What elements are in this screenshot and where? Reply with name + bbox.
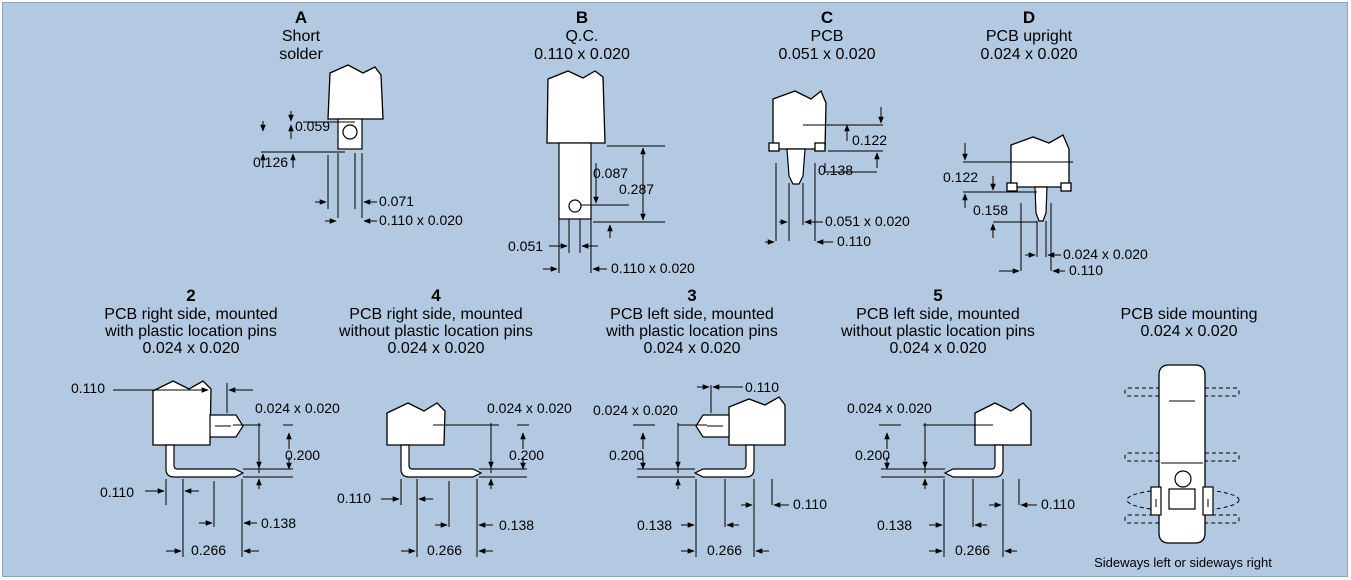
svg-text:with plastic location pins: with plastic location pins: [104, 323, 277, 340]
svg-text:B: B: [576, 8, 588, 27]
svg-text:0.024 x 0.020: 0.024 x 0.020: [1063, 246, 1148, 262]
heading-5: 5 PCB left side, mounted without plastic…: [840, 286, 1035, 357]
svg-text:0.059: 0.059: [295, 118, 330, 134]
heading-a: A Short solder: [279, 8, 323, 63]
svg-text:PCB: PCB: [811, 28, 844, 45]
svg-text:0.024 x 0.020: 0.024 x 0.020: [255, 400, 340, 416]
svg-text:PCB side mounting: PCB side mounting: [1121, 306, 1258, 323]
svg-text:0.024 x 0.020: 0.024 x 0.020: [593, 402, 678, 418]
svg-text:0.110: 0.110: [793, 496, 827, 512]
svg-text:without plastic location pins: without plastic location pins: [840, 323, 1035, 340]
svg-text:0.024 x 0.020: 0.024 x 0.020: [890, 340, 987, 357]
drawing-5: 0.024 x 0.020 0.200 0.138 0.110 0.266: [847, 400, 1075, 558]
svg-text:PCB left side, mounted: PCB left side, mounted: [610, 306, 774, 323]
svg-text:0.024 x 0.020: 0.024 x 0.020: [388, 340, 485, 357]
heading-3: 3 PCB left side, mounted with plastic lo…: [605, 286, 778, 357]
heading-2: 2 PCB right side, mounted with plastic l…: [104, 286, 278, 357]
side-mounting-caption: Sideways left or sideways right: [1094, 555, 1272, 570]
svg-text:0.158: 0.158: [973, 202, 1008, 218]
svg-text:4: 4: [431, 286, 441, 305]
svg-text:0.287: 0.287: [619, 181, 654, 197]
terminal-options-diagram: A Short solder B Q.C. 0.110 x 0.020 C PC…: [71, 8, 1272, 570]
svg-text:0.110 x 0.020: 0.110 x 0.020: [534, 46, 630, 63]
svg-text:0.051 x 0.020: 0.051 x 0.020: [825, 213, 910, 229]
svg-text:0.087: 0.087: [593, 165, 628, 181]
svg-text:0.126: 0.126: [253, 154, 288, 170]
svg-text:5: 5: [933, 286, 942, 305]
svg-text:2: 2: [186, 286, 195, 305]
svg-text:PCB upright: PCB upright: [986, 28, 1073, 45]
svg-text:0.071: 0.071: [379, 193, 414, 209]
drawing-3: 0.110 0.024 x 0.020 0.200 0.138 0.110 0.…: [593, 379, 827, 558]
drawing-d: 0.122 0.158 0.024 x 0.020 0.110: [943, 134, 1148, 278]
svg-text:0.110 x 0.020: 0.110 x 0.020: [611, 260, 695, 276]
svg-text:C: C: [821, 8, 833, 27]
svg-text:0.110: 0.110: [100, 484, 134, 500]
svg-text:0.110: 0.110: [1041, 496, 1075, 512]
svg-text:Short: Short: [282, 28, 321, 45]
svg-text:0.138: 0.138: [499, 517, 534, 533]
svg-text:0.138: 0.138: [877, 517, 912, 533]
drawing-2: 0.110 0.024 x 0.020 0.200 0.110 0.138 0.…: [71, 380, 340, 558]
svg-text:0.200: 0.200: [855, 447, 890, 463]
svg-text:0.110 x 0.020: 0.110 x 0.020: [379, 212, 463, 228]
svg-text:0.266: 0.266: [191, 542, 226, 558]
svg-text:0.110: 0.110: [1069, 262, 1103, 278]
drawing-side-mounting: Sideways left or sideways right: [1094, 364, 1272, 570]
svg-text:0.266: 0.266: [427, 542, 462, 558]
svg-text:PCB left side, mounted: PCB left side, mounted: [856, 306, 1020, 323]
svg-text:without plastic location pins: without plastic location pins: [338, 323, 533, 340]
heading-side-mounting: PCB side mounting 0.024 x 0.020: [1121, 306, 1258, 340]
svg-text:0.122: 0.122: [852, 132, 887, 148]
svg-text:0.138: 0.138: [261, 515, 296, 531]
svg-text:0.200: 0.200: [509, 447, 544, 463]
svg-text:PCB right side, mounted: PCB right side, mounted: [349, 306, 522, 323]
heading-b: B Q.C. 0.110 x 0.020: [534, 8, 630, 63]
svg-text:Q.C.: Q.C.: [566, 28, 599, 45]
svg-text:0.110: 0.110: [337, 490, 371, 506]
svg-text:0.138: 0.138: [818, 162, 853, 178]
svg-text:0.200: 0.200: [609, 447, 644, 463]
drawing-4: 0.024 x 0.020 0.200 0.110 0.138 0.266: [337, 400, 572, 558]
svg-text:0.024 x 0.020: 0.024 x 0.020: [143, 340, 240, 357]
svg-text:solder: solder: [279, 46, 323, 63]
svg-text:0.138: 0.138: [637, 517, 672, 533]
svg-text:0.110: 0.110: [745, 379, 779, 395]
heading-c: C PCB 0.051 x 0.020: [779, 8, 876, 63]
svg-text:D: D: [1023, 8, 1035, 27]
svg-text:0.200: 0.200: [285, 447, 320, 463]
svg-text:0.122: 0.122: [943, 169, 978, 185]
svg-text:0.266: 0.266: [955, 542, 990, 558]
heading-d: D PCB upright 0.024 x 0.020: [981, 8, 1078, 63]
drawing-c: 0.122 0.138 0.051 x 0.020 0.110: [765, 89, 910, 249]
svg-text:A: A: [295, 8, 307, 27]
svg-text:0.051: 0.051: [508, 238, 543, 254]
drawing-b: 0.087 0.287 0.051 0.110 x 0.020: [508, 70, 695, 276]
svg-text:0.024 x 0.020: 0.024 x 0.020: [1141, 323, 1238, 340]
svg-text:0.110: 0.110: [837, 233, 871, 249]
svg-text:0.024 x 0.020: 0.024 x 0.020: [644, 340, 741, 357]
svg-text:PCB right side, mounted: PCB right side, mounted: [104, 306, 277, 323]
svg-text:0.110: 0.110: [71, 380, 105, 396]
svg-text:0.266: 0.266: [707, 542, 742, 558]
svg-text:0.051 x 0.020: 0.051 x 0.020: [779, 46, 876, 63]
heading-4: 4 PCB right side, mounted without plasti…: [338, 286, 533, 357]
svg-text:0.024 x 0.020: 0.024 x 0.020: [847, 400, 932, 416]
drawing-a: 0.059 0.126 0.071 0.110 x 0.020: [253, 64, 463, 228]
svg-text:with plastic location pins: with plastic location pins: [605, 323, 778, 340]
svg-text:0.024 x 0.020: 0.024 x 0.020: [981, 46, 1078, 63]
svg-text:3: 3: [687, 286, 696, 305]
svg-text:0.024 x 0.020: 0.024 x 0.020: [487, 400, 572, 416]
